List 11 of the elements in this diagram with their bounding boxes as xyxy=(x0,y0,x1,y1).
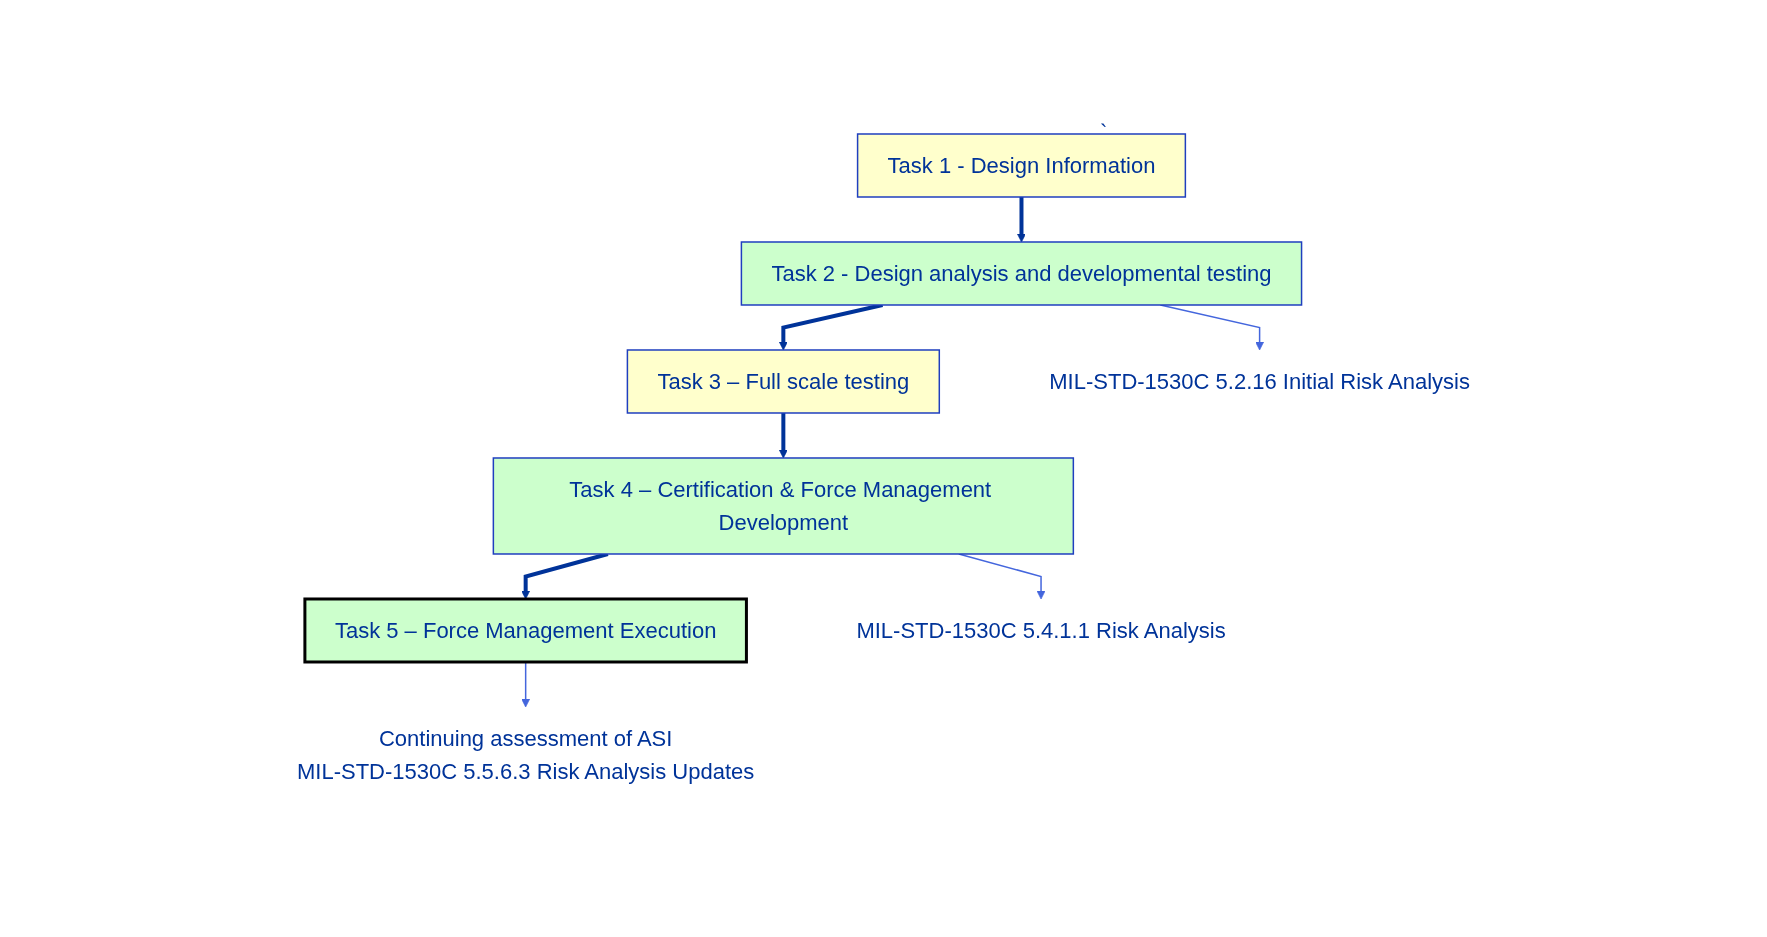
arrow xyxy=(779,413,788,459)
node-box: Task 4 – Certification & Force Management Development xyxy=(492,457,1075,555)
node-box: Task 5 – Force Management Execution xyxy=(303,597,748,664)
arrow xyxy=(521,661,531,708)
node-text: MIL-STD-1530C 5.2.16 Initial Risk Analysis xyxy=(1049,368,1470,394)
node-box: Task 3 – Full scale testing xyxy=(626,349,941,414)
arrow xyxy=(1017,197,1026,243)
node-text: Continuing assessment of ASI MIL-STD-1530C 5.5.6.3 Risk Analysis Updates xyxy=(297,725,755,784)
node-box: Task 2 - Design analysis and developmental testing xyxy=(740,241,1303,306)
node-box: Task 1 - Design Information xyxy=(856,133,1187,198)
node-text: MIL-STD-1530C 5.4.1.1 Risk Analysis xyxy=(856,617,1226,643)
